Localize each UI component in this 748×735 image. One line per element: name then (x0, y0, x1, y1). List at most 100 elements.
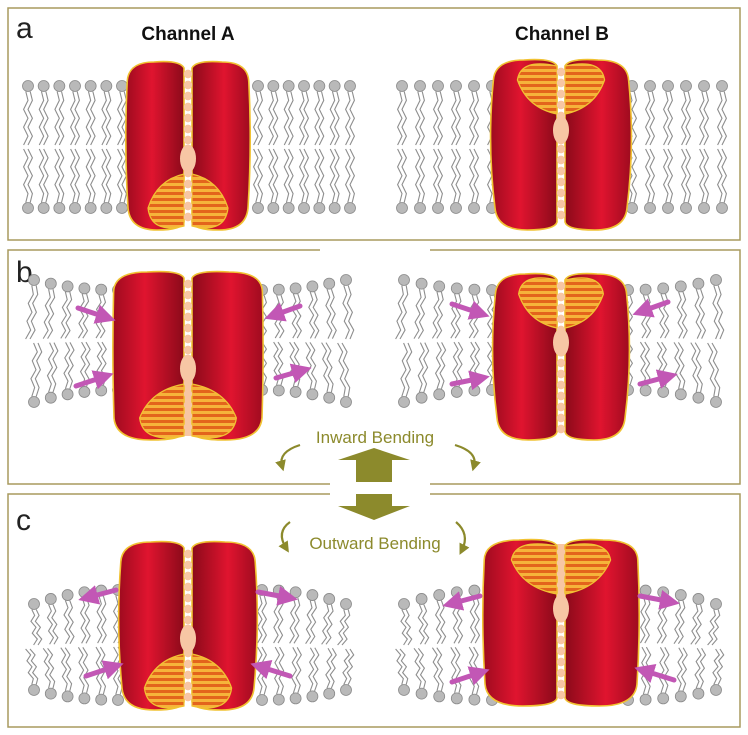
channel-a-title: Channel A (141, 24, 235, 45)
lipid-molecule (282, 80, 295, 214)
lipid-head (28, 274, 40, 286)
helix-hatch (516, 63, 558, 115)
lipid-head (639, 693, 652, 706)
channel-pore (553, 67, 569, 220)
lipid-head (414, 80, 426, 92)
lipid-head (396, 80, 408, 92)
lipid-molecule (639, 584, 652, 706)
lipid-head (710, 684, 722, 696)
bending-arrows: Inward Bending Outward Bending (275, 428, 481, 555)
force-arrow-icon (637, 589, 680, 610)
force-arrow-icon (264, 302, 303, 322)
lipid-head (450, 282, 463, 295)
curl-arrow-top-right-icon (454, 443, 481, 472)
lipid-head (344, 202, 356, 214)
lipid-head (100, 80, 113, 92)
lipid-head (657, 692, 670, 705)
lipid-molecule (289, 282, 302, 398)
lipid-head (289, 386, 302, 398)
lipid-head (698, 202, 710, 214)
helix-hatch (517, 277, 558, 329)
lipid-head (306, 589, 319, 601)
lipid-head (84, 202, 97, 214)
lipid-head (28, 598, 40, 610)
lipid-head (680, 80, 692, 92)
helix-hatch (564, 277, 605, 329)
lipid-head (450, 386, 463, 398)
lipid-head (340, 396, 352, 408)
lipid-head (692, 391, 705, 404)
lipid-molecule (698, 80, 710, 214)
lipid-head (692, 687, 705, 700)
lipid-molecule (272, 584, 285, 706)
lipid-head (44, 593, 57, 605)
ion-channel (124, 60, 252, 231)
ion-channel (481, 538, 641, 707)
helix-hatch (138, 383, 185, 439)
lipid-head (414, 202, 426, 214)
lipid-head (450, 692, 463, 705)
lipid-molecule (84, 80, 97, 214)
helix-hatch (191, 653, 233, 709)
channel-pore (180, 279, 196, 432)
force-arrow-icon (75, 304, 116, 324)
lipid-molecule (656, 586, 670, 705)
lipid-head (692, 593, 705, 605)
lipid-molecule (298, 80, 310, 214)
lipid-head (100, 202, 113, 214)
lipid-molecule (395, 274, 413, 408)
curl-arrow-bottom-right-icon (455, 521, 470, 555)
channel-pore (553, 281, 569, 434)
lipid-molecule (25, 598, 43, 696)
lipid-molecule (60, 589, 75, 703)
lipid-molecule (396, 80, 408, 214)
lipid-head (674, 589, 687, 601)
lipid-head (252, 202, 264, 214)
channel-pore (553, 547, 569, 700)
lipid-head (95, 283, 108, 296)
ion-channel (112, 270, 264, 441)
protein-left-half (112, 270, 185, 441)
lipid-head (328, 80, 341, 92)
lipid-head (289, 282, 302, 295)
lipid-molecule (690, 593, 707, 700)
lipid-molecule (680, 80, 692, 214)
lipid-head (267, 202, 280, 214)
lipid-molecule (60, 280, 75, 401)
lipid-head (450, 80, 462, 92)
panel-c-frame (7, 493, 741, 728)
lipid-head (78, 692, 91, 705)
lipid-head (95, 693, 108, 706)
lipid-head (674, 388, 687, 401)
curl-arrow-top-left-icon (275, 443, 301, 472)
lipid-head (306, 280, 319, 293)
lipid-molecule (95, 584, 108, 706)
helix-hatch (564, 63, 606, 115)
lipid-molecule (673, 589, 688, 703)
protein-right-half (564, 272, 631, 441)
lipid-head (323, 593, 336, 605)
ion-channel (117, 540, 259, 711)
lipid-head (116, 202, 128, 214)
lipid-molecule (289, 586, 302, 705)
panel-frames (7, 7, 741, 728)
lipid-molecule (100, 80, 113, 214)
panel-letter-c: c (16, 504, 31, 537)
protein-right-half (191, 60, 252, 231)
inward-bending-label: Inward Bending (316, 428, 434, 447)
lipid-head (415, 687, 428, 700)
lipid-head (28, 396, 40, 408)
lipid-head (644, 202, 656, 214)
lipid-molecule (644, 80, 656, 214)
lipid-head (28, 684, 40, 696)
lipid-head (644, 80, 656, 92)
lipid-molecule (313, 80, 326, 214)
lipid-molecule (344, 80, 356, 214)
lipid-head (116, 80, 128, 92)
lipid-molecule (37, 80, 50, 214)
ion-channel (489, 58, 633, 231)
lipid-head (328, 202, 341, 214)
force-arrow-icon (78, 585, 119, 605)
helix-hatch (564, 543, 612, 595)
